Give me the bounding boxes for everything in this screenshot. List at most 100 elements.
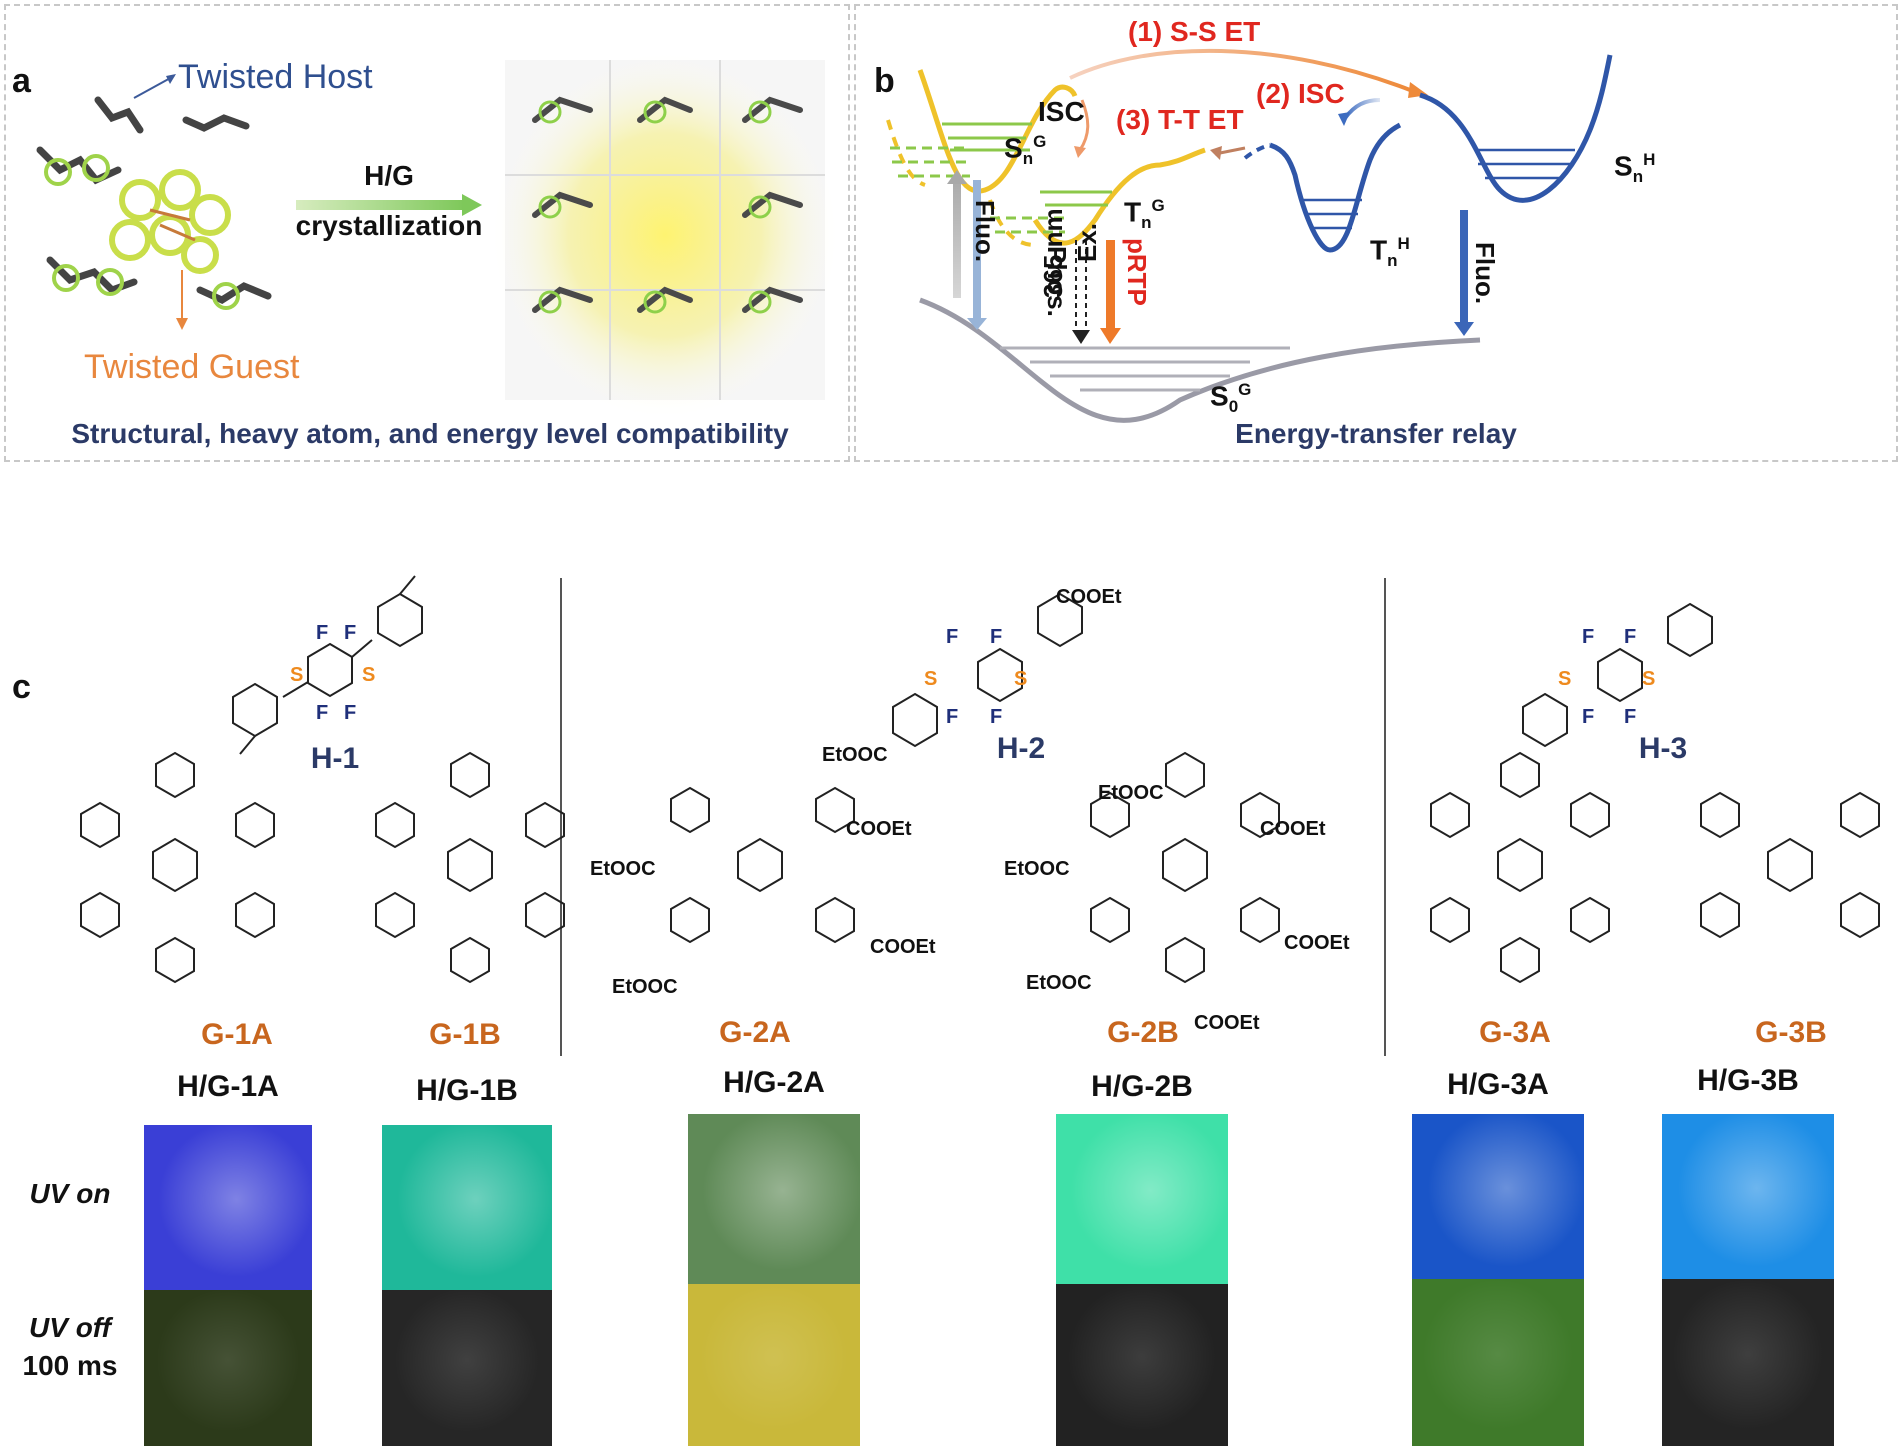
atom-f: F (344, 702, 357, 724)
atom-s: S (1642, 668, 1656, 690)
structures (80, 575, 1880, 983)
atom-f: F (990, 706, 1003, 728)
panel-c-label: c (12, 668, 31, 706)
ester-group: COOEt (1194, 1012, 1260, 1034)
s0g-label: S0G (1210, 380, 1252, 416)
tnh-well (1269, 122, 1402, 253)
photo-uv-on (1056, 1114, 1228, 1284)
photo-uv-off (688, 1284, 860, 1446)
photo-uv-off (382, 1290, 552, 1446)
fluo-g-label: Fluo. (970, 200, 1000, 263)
photo-uv-on (382, 1125, 552, 1290)
structure-g3a (1430, 752, 1610, 983)
ester-group: EtOOC (822, 744, 888, 766)
panel-b-label: b (874, 62, 895, 100)
panel-b-caption: Energy-transfer relay (1235, 418, 1517, 449)
ester-group: EtOOC (590, 858, 656, 880)
sng-well (917, 69, 1078, 194)
host-h2-label: H-2 (996, 732, 1046, 765)
atom-s: S (924, 668, 938, 690)
excitation-arrow (953, 180, 961, 298)
sng-label: SnG (1004, 132, 1047, 168)
photo-title: H/G-3B (1697, 1064, 1799, 1097)
atom-f: F (344, 622, 357, 644)
atom-f: F (1624, 626, 1637, 648)
panel-b-frame (854, 4, 1898, 462)
phos-arrow (1072, 240, 1090, 344)
photo-title: H/G-3A (1447, 1068, 1549, 1101)
divider-left (560, 578, 562, 1056)
fluo-g-arrow (973, 180, 981, 320)
photo-uv-on (144, 1125, 312, 1290)
guest-g1a-label: G-1A (201, 1018, 273, 1051)
structure-g2a (670, 787, 855, 943)
prtp-label: pRTP (1122, 238, 1152, 306)
guest-g2b-label: G-2B (1107, 1016, 1179, 1049)
crystallization-label-2: crystallization (295, 210, 483, 241)
isc-host-arrow (1343, 98, 1381, 120)
ester-group: EtOOC (1026, 972, 1092, 994)
structure-g1a (80, 752, 275, 983)
host-h1-label: H-1 (310, 742, 360, 775)
guest-g3b-label: G-3B (1755, 1016, 1827, 1049)
ester-group: COOEt (1260, 818, 1326, 840)
crystal-lattice (490, 50, 840, 420)
crystallization-arrow (296, 200, 464, 210)
tng-well (1032, 147, 1206, 246)
phos-label: Phos. (1042, 246, 1072, 317)
guest-g1b-label: G-1B (429, 1018, 501, 1051)
photo-uv-off (1662, 1279, 1834, 1446)
tt-et-label: (3) T-T ET (1116, 104, 1244, 135)
guest-label: Twisted Guest (84, 348, 300, 386)
atom-s: S (1558, 668, 1572, 690)
crystallization-label-1: H/G (364, 160, 414, 191)
panel-a-graphic (36, 50, 840, 420)
structure-h2 (892, 593, 1083, 747)
tnh-label: TnH (1370, 234, 1410, 270)
photo-title: H/G-2B (1091, 1070, 1193, 1103)
structure-g3b (1700, 792, 1880, 938)
guest-g2a-label: G-2A (719, 1016, 791, 1049)
isc-host-label: (2) ISC (1256, 78, 1345, 109)
uv-on-label: UV on (29, 1178, 111, 1209)
photo-uv-off (1412, 1279, 1584, 1446)
panel-a-caption: Structural, heavy atom, and energy level… (71, 418, 789, 449)
host-h3-label: H-3 (1638, 732, 1688, 765)
snh-well (1419, 54, 1613, 203)
photo-title: H/G-1B (416, 1074, 518, 1107)
structure-h1 (232, 575, 423, 755)
tng-label: TnG (1124, 196, 1165, 232)
delay-label: 100 ms (22, 1350, 118, 1381)
photo-uv-off (144, 1290, 312, 1446)
ester-group: COOEt (870, 936, 936, 958)
guest-g3a-label: G-3A (1479, 1016, 1551, 1049)
excitation-label: Ex. (1072, 222, 1102, 262)
atom-f: F (990, 626, 1003, 648)
atom-f: F (1582, 706, 1595, 728)
structure-h3 (1522, 603, 1713, 747)
photo-uv-on (1662, 1114, 1834, 1279)
photo-title: H/G-1A (177, 1070, 279, 1103)
guest-molecule (109, 169, 231, 274)
atom-s: S (1014, 668, 1028, 690)
ester-group: COOEt (846, 818, 912, 840)
ester-group: EtOOC (612, 976, 678, 998)
atom-s: S (290, 664, 304, 686)
photo-title: H/G-2A (723, 1066, 825, 1099)
atom-f: F (946, 706, 959, 728)
atom-f: F (946, 626, 959, 648)
uv-off-label: UV off (29, 1312, 111, 1343)
photo-uv-on (1412, 1114, 1584, 1279)
ester-group: COOEt (1056, 586, 1122, 608)
ss-et-label: (1) S-S ET (1128, 16, 1261, 47)
panel-a-label: a (12, 62, 31, 100)
snh-label: SnH (1614, 150, 1656, 186)
isc-arrow (1078, 99, 1090, 151)
atom-f: F (1582, 626, 1595, 648)
atom-f: F (1624, 706, 1637, 728)
panel-a-frame (4, 4, 850, 462)
atom-f: F (316, 702, 329, 724)
fluo-h-label: Fluo. (1470, 242, 1500, 305)
ester-group: EtOOC (1098, 782, 1164, 804)
photo-uv-on (688, 1114, 860, 1284)
